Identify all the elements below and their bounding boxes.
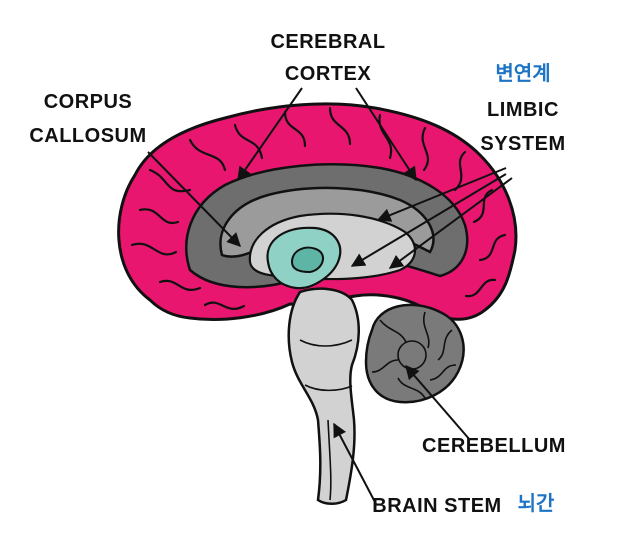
leader-limbic-3	[388, 177, 513, 269]
label-brain-stem-korean: 뇌간	[518, 491, 555, 515]
label-cerebellum: CEREBELLUM	[422, 435, 566, 457]
leader-corpus-callosum	[147, 151, 241, 248]
label-limbic-korean: 변연계	[495, 61, 550, 85]
brain-stem-region	[287, 287, 360, 505]
leader-cerebellum	[405, 364, 471, 441]
hippocampus-region	[290, 246, 325, 274]
label-cerebral-cortex-line2: CORTEX	[285, 63, 372, 85]
label-cerebral-cortex-line1: CEREBRAL	[270, 31, 385, 53]
brain-stem-lines	[299, 339, 353, 501]
leader-lines	[147, 87, 513, 505]
label-brain-stem: BRAIN STEM	[372, 495, 501, 517]
leader-limbic-1	[376, 167, 507, 222]
label-limbic-line1: LIMBIC	[487, 99, 559, 121]
cerebellum-region	[364, 303, 465, 404]
leader-cerebral-cortex-2	[355, 87, 417, 182]
cerebellum-folia	[371, 311, 457, 399]
leader-brain-stem	[333, 422, 377, 505]
label-limbic-line2: SYSTEM	[480, 133, 565, 155]
leader-cerebral-cortex-1	[237, 87, 303, 182]
label-corpus-callosum-line1: CORPUS	[44, 91, 133, 113]
leader-limbic-2	[350, 173, 507, 267]
label-corpus-callosum-line2: CALLOSUM	[29, 125, 146, 147]
